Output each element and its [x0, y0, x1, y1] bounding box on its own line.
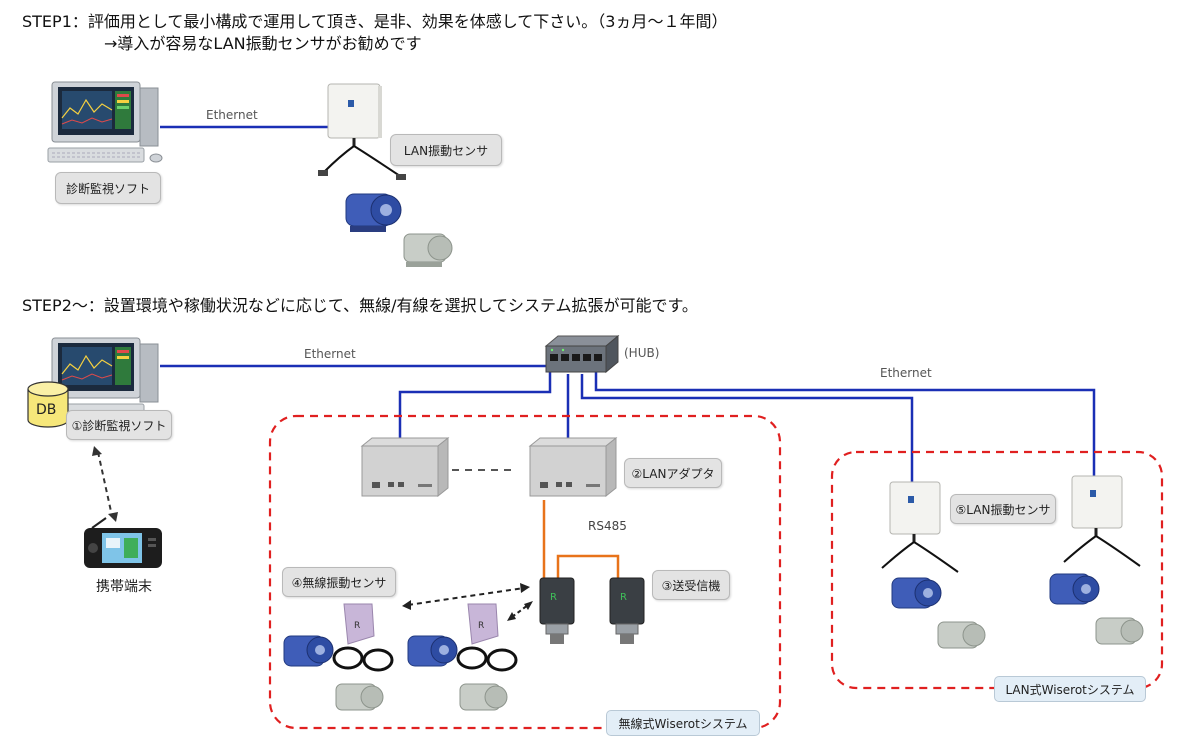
ethernet-line-sensor1	[580, 374, 914, 482]
lan-adapter-icon-2	[528, 436, 618, 498]
pc-icon	[47, 81, 163, 163]
lan-sensor-icon-2a	[881, 481, 959, 573]
wireless-sensor-set-2: R	[407, 603, 518, 711]
rs485-line-transceiver	[556, 554, 620, 580]
transceiver-icon-1: R	[539, 577, 575, 644]
lan-system-label: LAN式Wiserotシステム	[994, 676, 1146, 702]
wireless-system-border	[268, 414, 782, 730]
step2-ethernet-label-left: Ethernet	[304, 347, 356, 361]
lan-adapter-label: ②LANアダプタ	[624, 458, 722, 488]
motor-icon-lan-2	[1049, 573, 1144, 645]
step1-lan-sensor-label: LAN振動センサ	[390, 134, 502, 166]
step2-software-label: ①診断監視ソフト	[66, 410, 172, 440]
db-label: DB	[36, 402, 57, 418]
wireless-system-label: 無線式Wiserotシステム	[606, 710, 760, 736]
step1-subheading: →導入が容易なLAN振動センサがお勧めです	[104, 34, 422, 53]
step1-heading: STEP1：評価用として最小構成で運用して頂き、是非、効果を体感して下さい。（3…	[22, 12, 728, 31]
svg-text:R: R	[550, 592, 557, 603]
mobile-terminal-icon	[84, 517, 162, 568]
step1-ethernet-label: Ethernet	[206, 108, 258, 122]
step1-software-label: 診断監視ソフト	[55, 172, 161, 204]
wireless-link-2	[511, 604, 529, 618]
mobile-link	[97, 451, 113, 517]
wireless-sensor-label: ④無線振動センサ	[282, 567, 396, 597]
svg-text:R: R	[478, 621, 484, 631]
step2-heading: STEP2～：設置環境や稼働状況などに応じて、無線/有線を選択してシステム拡張が…	[22, 296, 698, 315]
lan-system-border	[830, 450, 1164, 690]
svg-text:R: R	[354, 621, 360, 631]
motor-icon	[345, 193, 453, 267]
svg-text:R: R	[620, 592, 627, 603]
hub-label: (HUB)	[624, 346, 660, 360]
transceiver-icon-2: R	[609, 577, 645, 644]
ethernet-line-sensor2	[594, 372, 1096, 476]
step2-lan-sensor-label: ⑤LAN振動センサ	[950, 494, 1056, 524]
motor-icon-lan-1	[891, 577, 986, 649]
lan-adapter-icon-1	[360, 436, 450, 498]
hub-icon	[544, 334, 620, 374]
rs485-label: RS485	[588, 519, 627, 533]
wireless-link-1	[407, 587, 525, 606]
ethernet-line-adapter1	[398, 372, 552, 440]
lan-sensor-icon	[318, 83, 406, 180]
step2-ethernet-label-right: Ethernet	[880, 366, 932, 380]
wireless-sensor-set-1: R	[283, 603, 394, 711]
lan-sensor-icon-2b	[1063, 475, 1141, 567]
mobile-label: 携帯端末	[96, 579, 152, 595]
transceiver-label: ③送受信機	[652, 570, 730, 600]
